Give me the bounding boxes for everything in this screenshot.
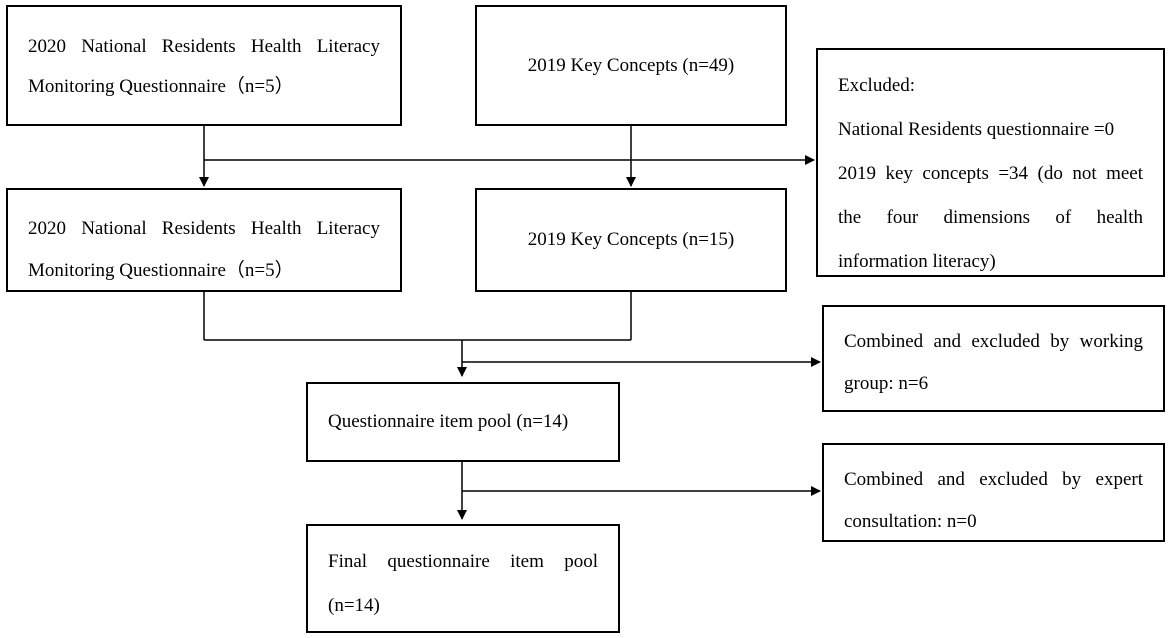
retained-key-concepts-label: 2019 Key Concepts (n=15) (527, 229, 735, 250)
excluded-reason-end: information literacy) (838, 251, 996, 272)
excluded-heading: Excluded: (838, 75, 916, 96)
retained-key-concepts-box: 2019 Key Concepts (n=15) (475, 188, 787, 292)
final-item-pool-line-2: (n=14) (328, 595, 380, 616)
source-national-line-1: 2020 National Residents Health Literacy (28, 36, 380, 57)
source-key-concepts-box: 2019 Key Concepts (n=49) (475, 5, 787, 126)
working-group-line-1: Combined and excluded by working (844, 331, 1143, 352)
source-key-concepts-label: 2019 Key Concepts (n=49) (527, 54, 735, 76)
retained-national-line-2: Monitoring Questionnaire（n=5） (28, 260, 294, 281)
excluded-key-concepts: 2019 key concepts =34 (do not meet (838, 163, 1143, 184)
expert-excluded-box: Combined and excluded by expert consulta… (822, 443, 1165, 542)
working-group-excluded-box: Combined and excluded by working group: … (822, 305, 1165, 412)
final-item-pool-box: Final questionnaire item pool (n=14) (306, 524, 620, 633)
source-national-line-2: Monitoring Questionnaire（n=5） (28, 76, 294, 97)
expert-line-2: consultation: n=0 (844, 511, 977, 532)
retained-national-questionnaire-box: 2020 National Residents Health Literacy … (6, 188, 402, 292)
item-pool-box: Questionnaire item pool (n=14) (306, 382, 620, 462)
excluded-national: National Residents questionnaire =0 (838, 119, 1115, 140)
excluded-reason: the four dimensions of health (838, 207, 1143, 228)
final-item-pool-line-1: Final questionnaire item pool (328, 551, 598, 572)
excluded-box: Excluded: National Residents questionnai… (816, 48, 1165, 277)
retained-national-line-1: 2020 National Residents Health Literacy (28, 218, 380, 239)
item-pool-label: Questionnaire item pool (n=14) (328, 411, 569, 432)
expert-line-1: Combined and excluded by expert (844, 469, 1143, 490)
working-group-line-2: group: n=6 (844, 373, 929, 394)
source-national-questionnaire-box: 2020 National Residents Health Literacy … (6, 5, 402, 126)
